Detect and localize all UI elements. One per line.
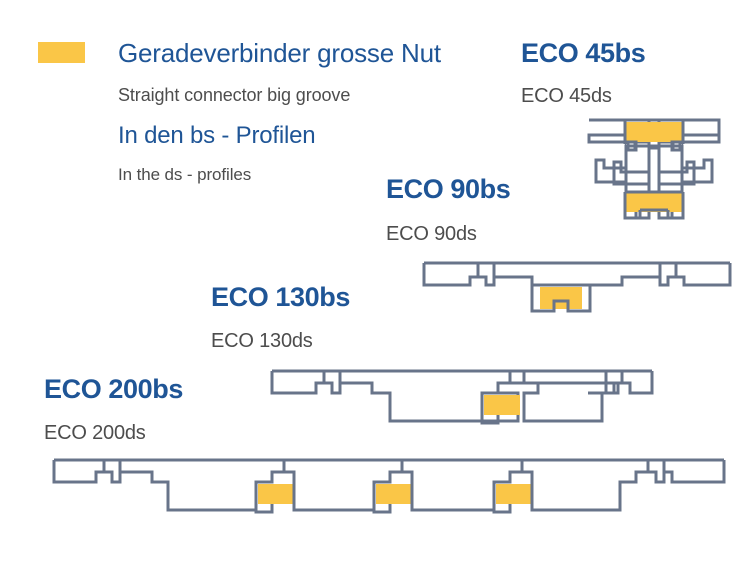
connector-eco45-bottom <box>626 192 682 212</box>
connector-eco200-2 <box>376 484 412 504</box>
legend-title-en: Straight connector big groove <box>118 85 351 105</box>
profile-drawing-eco130 <box>270 369 654 425</box>
profile-subtitle-eco90: ECO 90ds <box>386 223 477 245</box>
profile-title-eco90: ECO 90bs <box>386 174 511 204</box>
profile-drawing-eco90 <box>422 261 732 313</box>
connector-eco130-center <box>484 395 520 415</box>
profile-title-eco45: ECO 45bs <box>521 38 646 68</box>
legend-scope-de: In den bs - Profilen <box>118 122 316 149</box>
legend-title-de: Geradeverbinder grosse Nut <box>118 38 441 68</box>
legend-color-swatch <box>38 42 85 63</box>
profile-title-eco130: ECO 130bs <box>211 282 350 312</box>
profile-subtitle-eco130: ECO 130ds <box>211 330 313 352</box>
connector-eco200-3 <box>496 484 532 504</box>
profile-title-eco200: ECO 200bs <box>44 374 183 404</box>
connector-eco200-1 <box>258 484 294 504</box>
profile-drawing-eco45 <box>587 118 721 220</box>
profile-subtitle-eco45: ECO 45ds <box>521 85 612 107</box>
profile-subtitle-eco200: ECO 200ds <box>44 422 146 444</box>
connector-eco90-center <box>540 287 582 309</box>
profile-drawing-eco200 <box>52 458 726 514</box>
legend-scope-en: In the ds - profiles <box>118 165 252 184</box>
connector-eco45-top <box>626 122 682 142</box>
